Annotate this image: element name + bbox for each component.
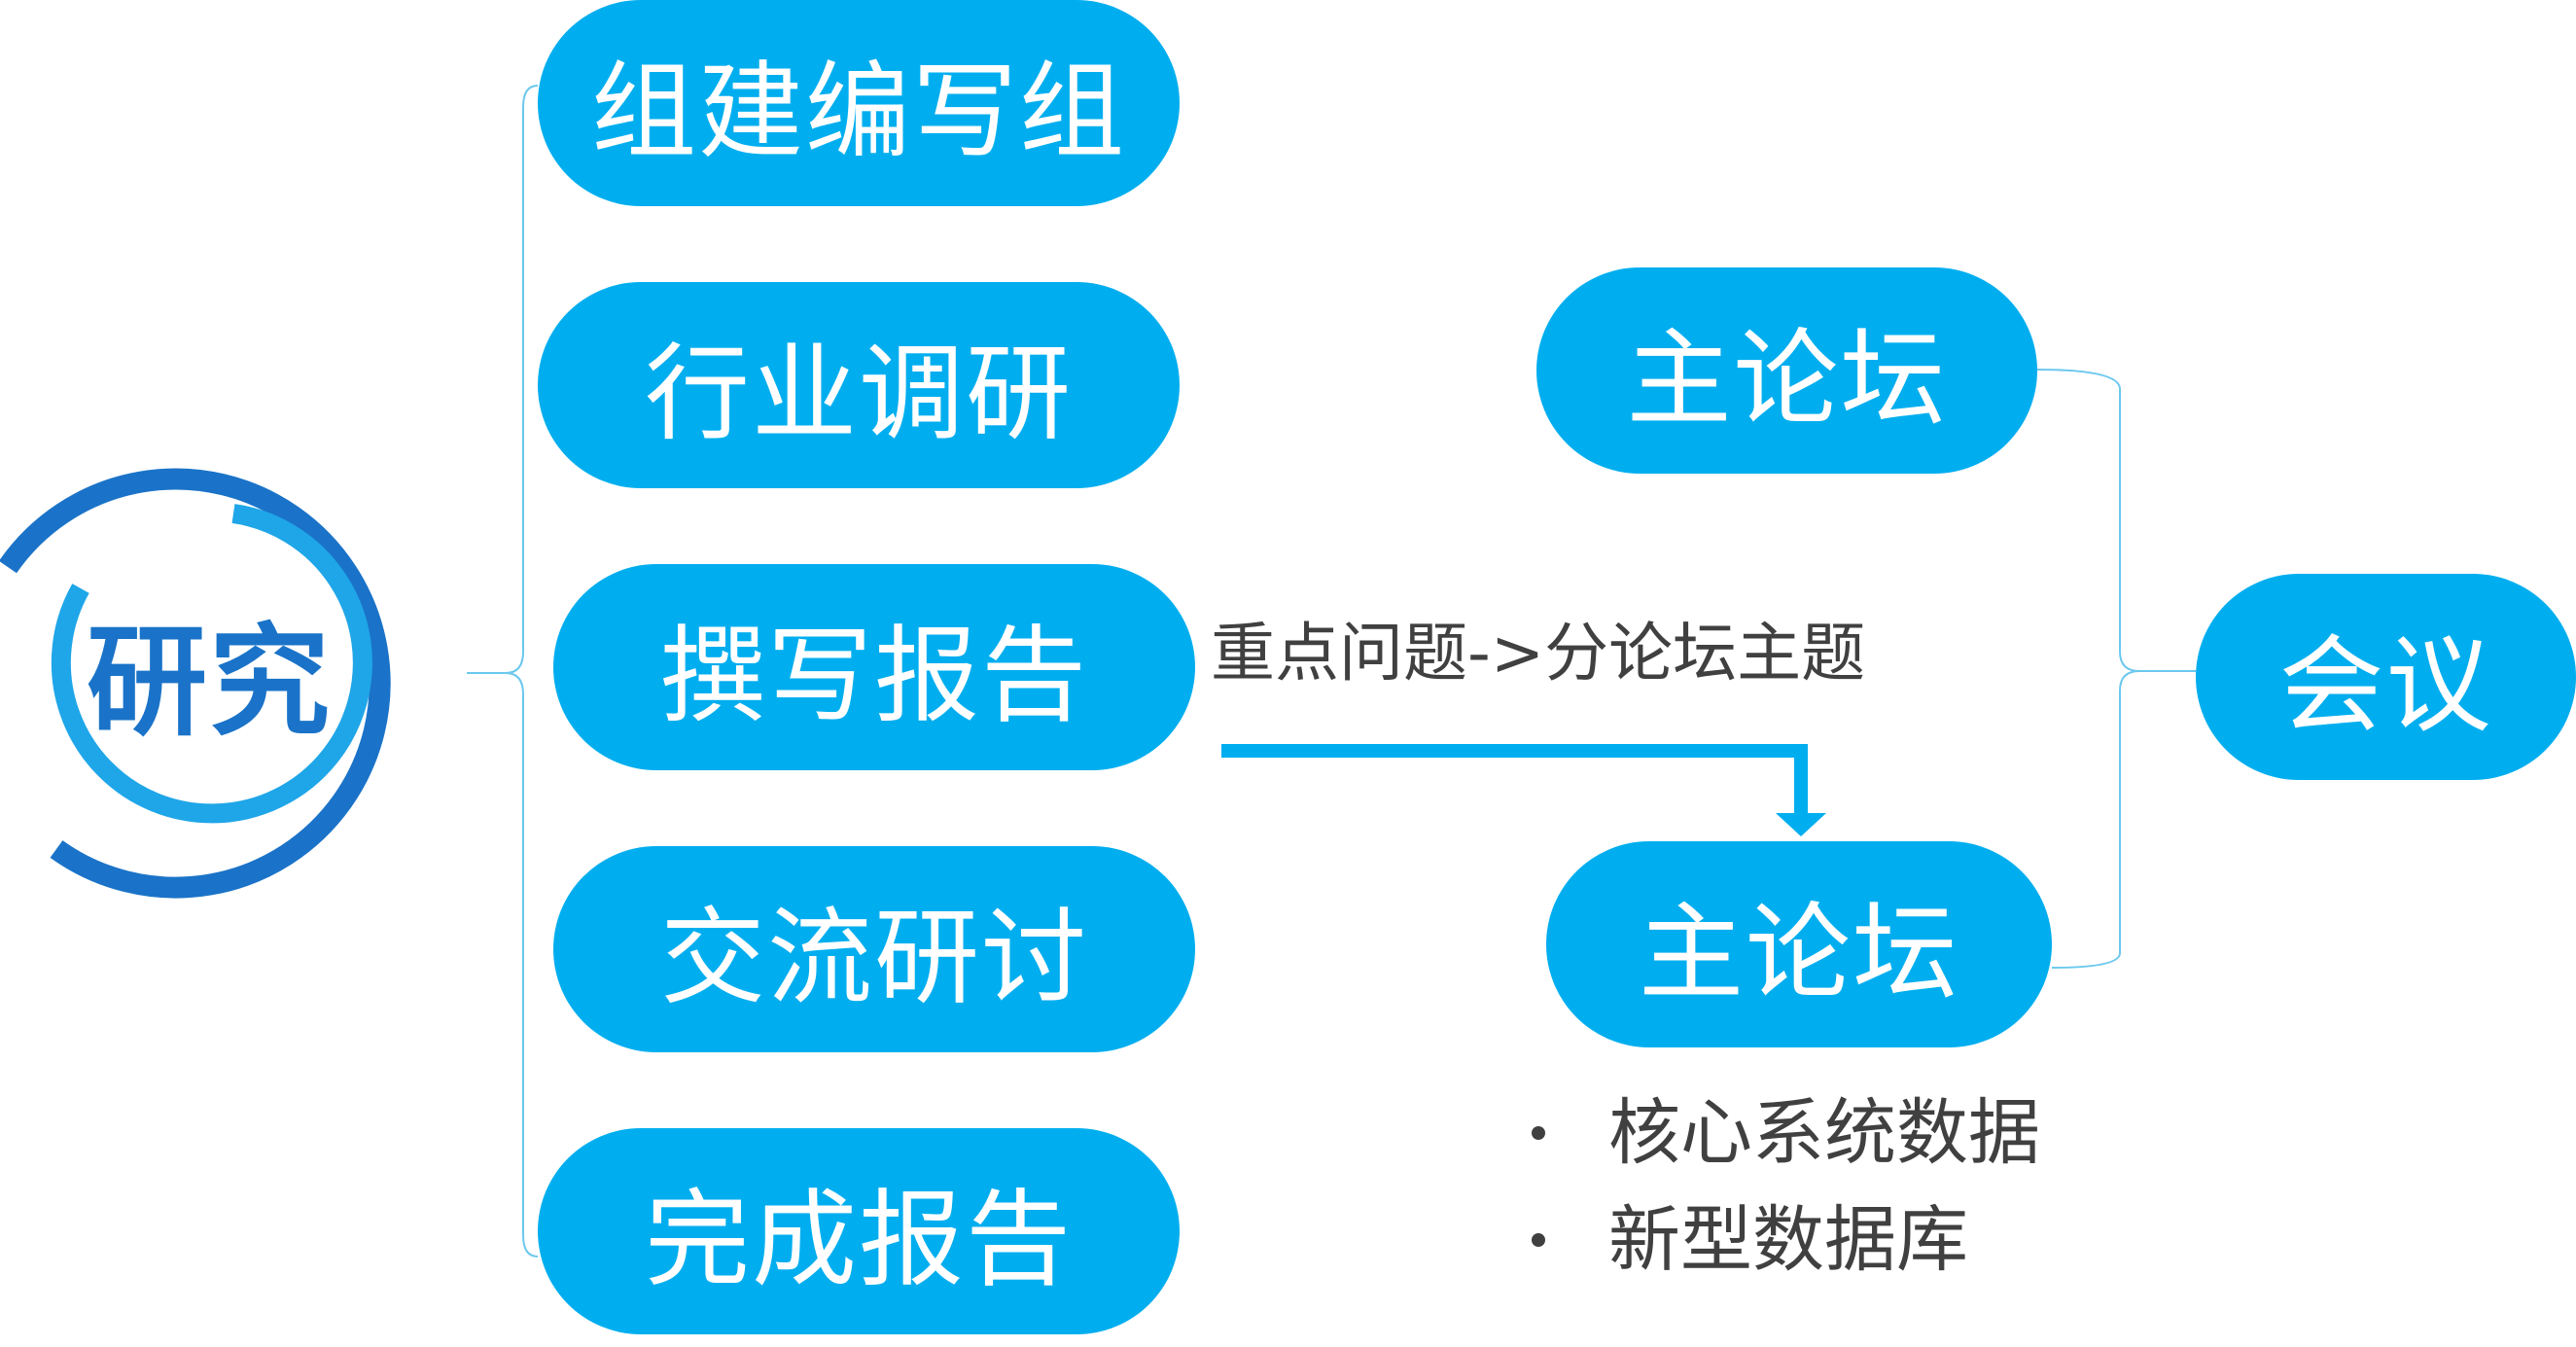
step-finish-report: 完成报告 <box>538 1128 1180 1334</box>
bullet-text: 新型数据库 <box>1608 1198 1968 1282</box>
left-bracket <box>505 85 539 1258</box>
bullet-dot-icon <box>1532 1233 1545 1247</box>
bullet-item: 新型数据库 <box>1532 1187 2040 1294</box>
forum-bottom: 主论坛 <box>1546 841 2052 1047</box>
bullet-text: 核心系统数据 <box>1608 1091 2040 1175</box>
flow-arrow-line <box>1221 744 1808 815</box>
step-exchange-discuss: 交流研讨 <box>553 846 1195 1052</box>
core-label-research: 研究 <box>86 613 332 753</box>
step-industry-research: 行业调研 <box>538 282 1180 488</box>
step-write-report: 撰写报告 <box>553 564 1195 770</box>
ring-outer-arc <box>0 468 391 899</box>
forum-top: 主论坛 <box>1536 267 2037 474</box>
flow-arrow-head <box>1776 813 1826 836</box>
step-build-team: 组建编写组 <box>538 0 1180 206</box>
meeting-node: 会议 <box>2196 574 2576 780</box>
arrow-note-label: 重点问题->分论坛主题 <box>1211 616 1866 691</box>
forum-bullet-list: 核心系统数据 新型数据库 <box>1532 1080 2040 1294</box>
bullet-dot-icon <box>1532 1126 1545 1140</box>
right-bracket <box>2036 369 2140 969</box>
ring-inner-arc <box>51 504 372 824</box>
bullet-item: 核心系统数据 <box>1532 1080 2040 1187</box>
